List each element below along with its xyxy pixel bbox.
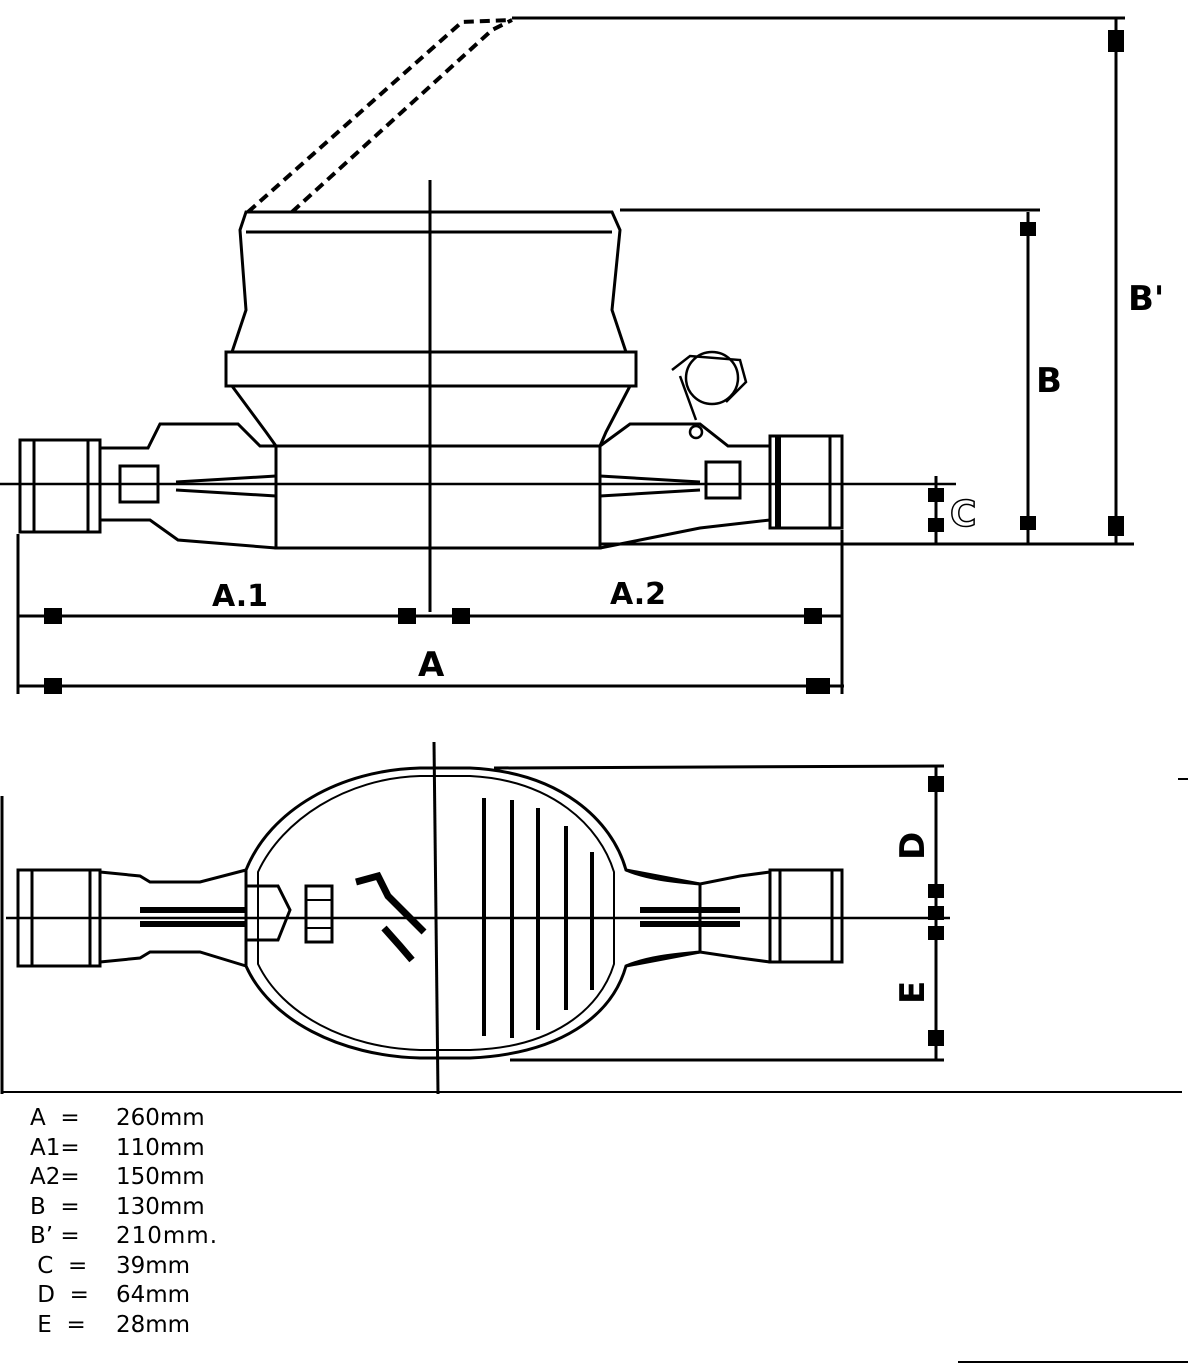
dimension-key: B’ = bbox=[30, 1223, 80, 1249]
inner-cap bbox=[246, 884, 292, 942]
label-b-prime: B' bbox=[1128, 279, 1164, 319]
dimension-key: B = bbox=[30, 1193, 80, 1220]
dimension-row: A = 260mm bbox=[30, 1104, 450, 1134]
pipe-thread-left bbox=[175, 474, 277, 484]
dimension-list: A = 260mm A1= 110mm A2= 150mm B = 130mm … bbox=[30, 1104, 450, 1340]
top-pipe-right bbox=[625, 868, 771, 968]
dimension-row: A1= 110mm bbox=[30, 1134, 450, 1164]
dimension-value: 150mm bbox=[116, 1164, 205, 1190]
right-nut-inner bbox=[704, 460, 742, 500]
dimension-key: E = bbox=[30, 1311, 86, 1338]
dimension-row: E = 28mm bbox=[30, 1311, 450, 1341]
top-right-connector bbox=[768, 868, 844, 964]
dimension-row: B = 130mm bbox=[30, 1193, 450, 1223]
top-pipe-left bbox=[99, 868, 247, 968]
dimension-key: A1= bbox=[30, 1134, 80, 1161]
dimension-value: 130mm bbox=[116, 1193, 205, 1220]
pipe-left-lower bbox=[100, 518, 277, 550]
dimension-key: A = bbox=[30, 1105, 80, 1131]
pipe-right-upper bbox=[599, 422, 770, 448]
pipe-thread-left-b bbox=[175, 488, 277, 498]
label-e: E bbox=[893, 981, 933, 1004]
label-b: B bbox=[1036, 361, 1062, 401]
register-lid-outline bbox=[246, 18, 513, 214]
right-connector bbox=[768, 434, 844, 530]
body-oval-outer bbox=[244, 766, 702, 1060]
dimension-row: A2= 150mm bbox=[30, 1163, 450, 1193]
dimension-row: B’ = 210mm. bbox=[30, 1222, 450, 1252]
dimension-value: 210mm. bbox=[116, 1223, 219, 1249]
dimension-key: D = bbox=[30, 1282, 89, 1308]
dimension-value: 39mm bbox=[116, 1252, 191, 1279]
dimension-key: A2= bbox=[30, 1164, 80, 1190]
pipe-thread-right bbox=[599, 474, 701, 484]
pipe-left-upper bbox=[100, 422, 276, 450]
dimension-row: C = 39mm bbox=[30, 1252, 450, 1282]
dimension-value: 28mm bbox=[116, 1311, 191, 1338]
bottom-rule bbox=[958, 1361, 1188, 1363]
side-view bbox=[0, 16, 1134, 694]
top-view bbox=[0, 741, 1182, 1095]
water-meter-drawing: A.1 A.2 A B B' C bbox=[0, 16, 1182, 1095]
seal-icon bbox=[671, 350, 748, 440]
dimension-value: 110mm bbox=[116, 1134, 205, 1161]
register-window bbox=[304, 884, 334, 944]
left-connector bbox=[18, 438, 102, 534]
pipe-thread-right-b bbox=[599, 488, 701, 498]
logo-icon bbox=[355, 871, 427, 963]
label-a1: A.1 bbox=[212, 579, 268, 614]
label-a: A bbox=[418, 645, 445, 685]
label-d: D bbox=[893, 832, 933, 860]
label-a2: A.2 bbox=[610, 577, 666, 612]
dimension-value: 64mm bbox=[116, 1282, 191, 1308]
dimension-row: D = 64mm bbox=[30, 1281, 450, 1311]
meter-body bbox=[274, 444, 602, 550]
margin-tick bbox=[1178, 778, 1188, 780]
dimension-key: C = bbox=[30, 1252, 88, 1279]
dimension-value: 260mm bbox=[116, 1105, 205, 1131]
label-c: C bbox=[950, 494, 976, 535]
